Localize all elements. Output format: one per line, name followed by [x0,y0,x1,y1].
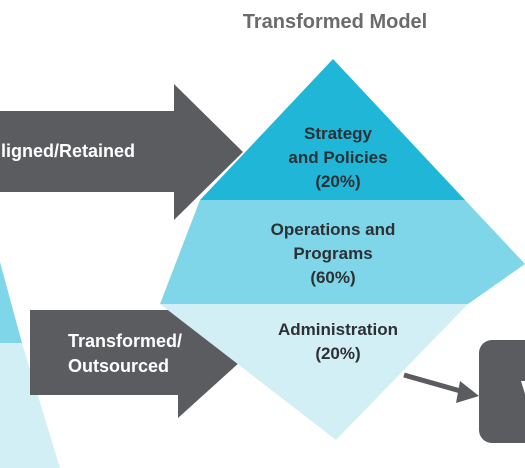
outsourced-arrow-label-line1: Transformed/ [68,331,183,351]
retained-arrow [0,84,243,220]
tier-administration-shape [160,304,468,440]
outsourced-arrow-label: Transformed/ Outsourced [68,329,182,379]
tier-operations-label: Operations and Programs (60%) [243,218,423,290]
connector-line [403,372,465,395]
right-box [479,340,525,443]
right-box-glyph-fragment [521,381,525,394]
connector-arrowhead [456,381,479,403]
tier-strategy-label: Strategy and Policies (20%) [253,122,423,194]
diagram-title: Transformed Model [242,11,428,33]
tier-operations-line2: Programs [293,244,373,263]
retained-arrow-label: ligned/Retained [1,141,136,161]
tier-administration-percent: (20%) [315,344,361,363]
tier-administration-label: Administration (20%) [248,318,428,366]
tier-strategy-line1: Strategy [303,124,373,143]
tier-strategy-line2: and Policies [288,148,388,167]
tier-strategy-shape [200,59,465,200]
outsourced-arrow-label-line2: Outsourced [68,356,170,376]
tier-operations-shape [160,200,525,304]
tier-operations-line1: Operations and [270,220,396,239]
tier-administration-line1: Administration [278,320,398,339]
left-triangle-top-tier [0,262,22,343]
tier-strategy-percent: (20%) [315,172,361,191]
left-triangle-bottom-tier [0,343,60,468]
tier-operations-percent: (60%) [310,268,356,287]
